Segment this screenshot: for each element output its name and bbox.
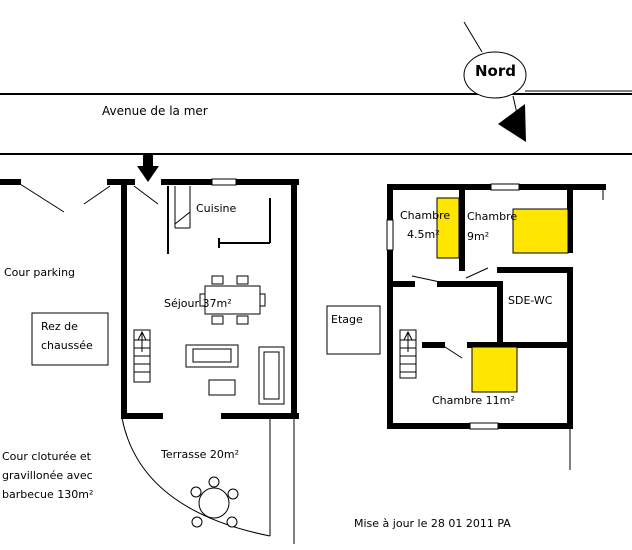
area-label-yard: Cour cloturée et <box>2 450 92 463</box>
room-label-terrace: Terrasse 20m² <box>160 448 239 461</box>
room-label-bedroom-small: Chambre <box>400 209 450 222</box>
area-label-yard: barbecue 130m² <box>2 488 93 501</box>
stairs-icon <box>133 329 151 383</box>
room-label-living: Séjour 37m² <box>164 297 232 310</box>
door-swing <box>411 275 441 283</box>
window <box>490 183 520 191</box>
door-swing <box>19 183 65 213</box>
room-label-bedroom-mid: Chambre <box>467 210 517 223</box>
sofa-cushion <box>263 351 280 400</box>
window <box>386 219 394 251</box>
update-note: Mise à jour le 28 01 2011 PA <box>354 517 511 530</box>
bed-icon <box>471 346 518 393</box>
stairs-icon <box>399 329 417 379</box>
area-label-yard: gravillonée avec <box>2 469 93 482</box>
coffee-table <box>208 379 236 396</box>
room-label-bedroom-small: 4.5m² <box>407 228 440 241</box>
garden-table <box>190 476 239 528</box>
door-swing <box>133 185 159 205</box>
sofa-cushion <box>192 348 232 363</box>
compass-ellipse <box>463 51 527 99</box>
upper-floor-plan: Chambre 4.5m² Chambre 9m² SDE-WC Chambre… <box>386 183 606 470</box>
room-label-bathroom: SDE-WC <box>508 294 553 307</box>
area-label-parking: Cour parking <box>4 266 75 279</box>
compass-label: Nord <box>475 62 516 80</box>
compass-needle-line <box>463 21 483 53</box>
terrace-curve <box>121 417 271 537</box>
ground-floor-title: chaussée <box>41 339 93 352</box>
room-label-bedroom-mid: 9m² <box>467 230 489 243</box>
bed-icon <box>436 197 460 259</box>
window <box>469 422 499 430</box>
dining-table <box>199 275 266 325</box>
door-swing <box>441 344 463 359</box>
ground-floor-title: Rez de <box>41 320 78 333</box>
bed-icon <box>512 208 569 254</box>
room-label-bedroom-large: Chambre 11m² <box>432 394 515 407</box>
upper-floor-title: Etage <box>331 313 363 326</box>
kitchen-partition <box>174 211 191 225</box>
ground-floor-plan: Cuisine Séjour 37m² <box>0 178 299 544</box>
room-label-kitchen: Cuisine <box>196 202 236 215</box>
north-arrow-icon <box>498 104 526 142</box>
window <box>211 178 237 186</box>
ground-floor-title-box <box>31 312 109 366</box>
upper-floor-title-box <box>326 305 381 355</box>
door-swing <box>465 267 489 279</box>
entrance-arrow-icon <box>137 154 159 182</box>
compass: Nord <box>463 21 632 142</box>
street-label: Avenue de la mer <box>102 104 208 118</box>
door-swing <box>83 185 111 205</box>
